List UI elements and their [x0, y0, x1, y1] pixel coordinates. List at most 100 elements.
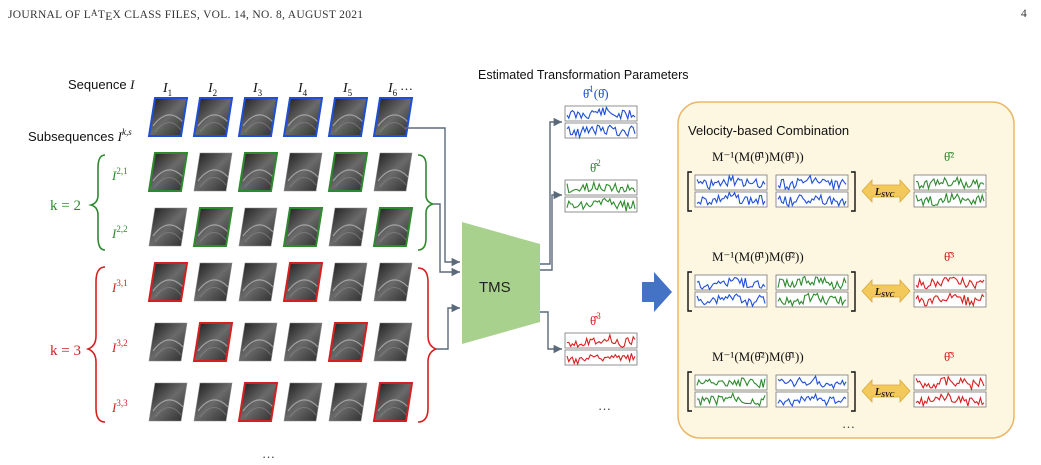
lsvc-arrow: LSVC: [861, 278, 911, 304]
combo-target: θ̂²: [944, 149, 954, 164]
ultrasound-frame: [193, 152, 233, 192]
ultrasound-frame: [147, 262, 189, 302]
connector-arrows: [405, 117, 562, 354]
combo-plot-target-top: [913, 374, 987, 392]
ultrasound-frame: [148, 322, 188, 362]
ultrasound-frame: [327, 322, 369, 362]
param-plot-2-top: [564, 179, 638, 196]
ultrasound-frame: [238, 322, 278, 362]
frame-label-ellipsis: …: [400, 78, 413, 93]
combo-plot-b-top: [775, 374, 849, 391]
combo-ellipsis: …: [842, 416, 855, 431]
ultrasound-frame: [238, 262, 278, 302]
ultrasound-frame: [192, 322, 234, 362]
combo-plot-b-bottom: [775, 191, 849, 208]
ultrasound-frame: [328, 207, 368, 247]
combo-plot-b-bottom: [775, 391, 849, 408]
frame-label-4: I4: [297, 81, 308, 98]
combo-plot-b-bottom: [775, 291, 849, 308]
combo-target: θ̂³: [944, 349, 954, 364]
ultrasound-frame: [148, 382, 188, 422]
combo-plot-target-bottom: [913, 291, 987, 308]
param-plot-2-bottom: [564, 196, 638, 213]
param-plots: [564, 105, 638, 366]
combo-plot-a-bottom: [694, 391, 768, 408]
frame-label-3: I3: [252, 81, 263, 98]
ultrasound-frame: [373, 152, 413, 192]
combo-plot-target-bottom: [913, 391, 987, 408]
ultrasound-frame: [283, 152, 323, 192]
lsvc-arrow: LSVC: [861, 178, 911, 204]
k2-label: k = 2: [50, 198, 81, 214]
ultrasound-frame: [237, 152, 279, 192]
ultrasound-frame: [193, 262, 233, 302]
combo-row: M⁻¹(M(θ̂¹)M(θ̂¹)) LSVC θ̂²: [687, 149, 987, 212]
k2-brace-group: k = 2 I2,1 I2,2: [50, 154, 128, 251]
param-label-2: θ̂2: [590, 158, 601, 175]
page-number: 4: [1020, 8, 1027, 20]
param-plot-3-bottom: [564, 349, 638, 366]
frame-label-5: I5: [342, 81, 353, 98]
svg-text:TMS: TMS: [479, 279, 511, 296]
ultrasound-frame: [328, 382, 368, 422]
ultrasound-frame: [192, 97, 234, 137]
combo-plot-target-bottom: [913, 191, 987, 208]
combo-plot-b-top: [775, 174, 849, 191]
row-label-3-3: I3,3: [111, 398, 128, 415]
k3-brace-group: k = 3 I3,1 I3,2 I3,3: [50, 266, 128, 423]
svg-text:Sequence I: Sequence I: [68, 77, 135, 92]
param-plot-1-bottom: [564, 122, 638, 140]
combo-formula: M⁻¹(M(θ̂²)M(θ̂¹)): [712, 349, 804, 364]
combo-plot-a-top: [694, 174, 768, 191]
frame-label-2: I2: [207, 81, 217, 98]
ultrasound-frame: [192, 207, 234, 247]
running-header: JOURNAL OF LATEX CLASS FILES, VOL. 14, N…: [8, 8, 364, 23]
bottom-ellipsis: …: [262, 446, 275, 461]
param-plot-1-top: [564, 105, 638, 122]
combo-rows: M⁻¹(M(θ̂¹)M(θ̂¹))LSVCθ̂²M⁻¹(M(θ̂¹)M(θ̂²)…: [687, 149, 987, 412]
row-label-3-1: I3,1: [111, 278, 128, 295]
lsvc-arrow: LSVC: [861, 378, 911, 404]
sequence-label: Sequence I: [68, 77, 135, 92]
ultrasound-frame: [372, 97, 414, 137]
ultrasound-frame: [327, 152, 369, 192]
ultrasound-frame: [282, 262, 324, 302]
ultrasound-frame: [283, 322, 323, 362]
combo-plot-a-top: [694, 274, 768, 291]
row-label-2-2: I2,2: [111, 224, 128, 241]
row-label-2-1: I2,1: [111, 166, 128, 183]
row-label-3-2: I3,2: [111, 338, 128, 355]
param-plot-3-top: [564, 332, 638, 349]
svg-text:Subsequences Ik,s: Subsequences Ik,s: [28, 127, 132, 144]
combo-title: Velocity-based Combination: [688, 123, 849, 138]
ultrasound-frame-grid: [147, 97, 414, 422]
estimated-params-title: Estimated Transformation Parameters: [478, 68, 689, 82]
ultrasound-frame: [238, 207, 278, 247]
frame-label-6: I6: [387, 81, 398, 98]
ultrasound-frame: [328, 262, 368, 302]
combo-plot-target-top: [913, 174, 987, 191]
combo-target: θ̂³: [944, 249, 954, 264]
ultrasound-frame: [148, 207, 188, 247]
ultrasound-frame: [372, 207, 414, 247]
k2-right-brace: [417, 154, 436, 251]
combo-plot-b-top: [775, 274, 849, 291]
ultrasound-frame: [373, 322, 413, 362]
ultrasound-frame: [237, 97, 279, 137]
param-ellipsis: …: [598, 398, 611, 413]
combo-plot-a-top: [694, 374, 768, 391]
big-arrow: [642, 272, 672, 312]
combo-formula: M⁻¹(M(θ̂¹)M(θ̂¹)): [712, 149, 804, 164]
combo-row: M⁻¹(M(θ̂²)M(θ̂¹)) LSVC θ̂³: [687, 349, 987, 412]
k3-right-brace: [417, 267, 439, 423]
ultrasound-frame: [327, 97, 369, 137]
ultrasound-frame: [282, 207, 324, 247]
ultrasound-frame: [283, 382, 323, 422]
combo-plot-a-bottom: [694, 191, 768, 208]
subsequences-label: Subsequences Ik,s: [28, 127, 132, 144]
combo-plot-target-top: [913, 274, 987, 291]
param-label-3: θ̂3: [590, 311, 601, 328]
